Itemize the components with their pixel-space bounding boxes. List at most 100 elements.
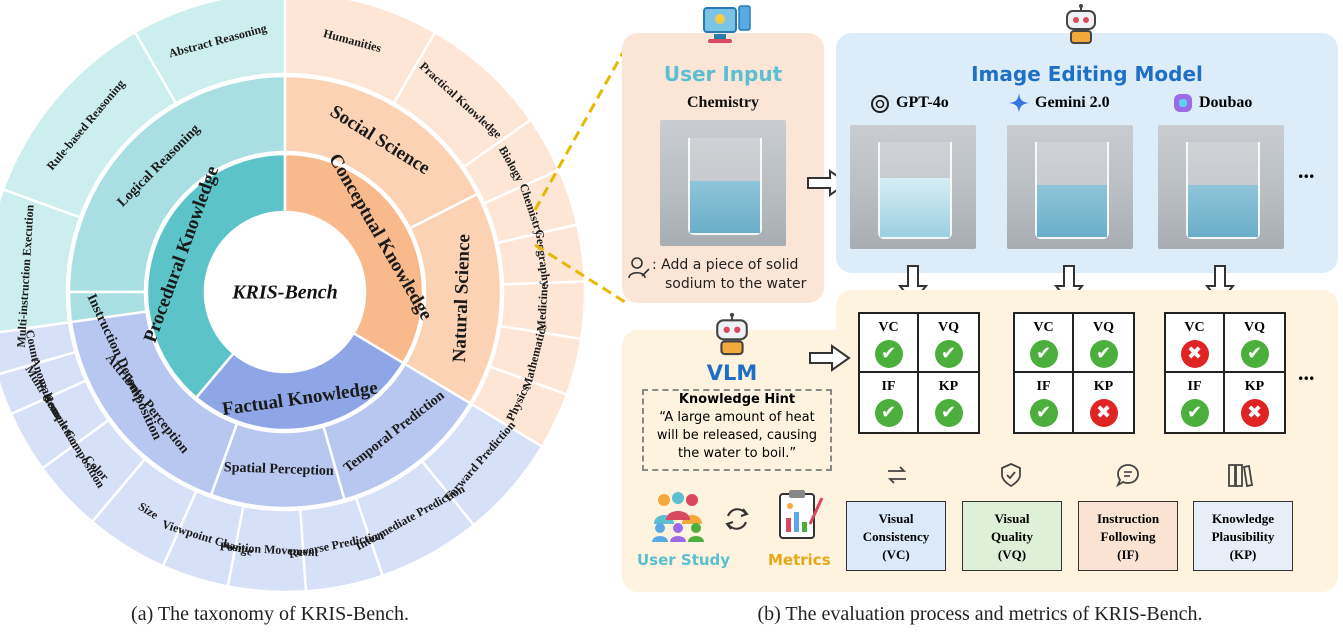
metric-abbrev: VC [1033,320,1054,335]
user-input-title: User Input [663,62,783,86]
metric-box-text: Visual [994,511,1030,526]
metric-abbrev: KP [938,379,959,394]
score-cell: KP ✖ [1225,373,1284,432]
metric-box-text: (VQ) [997,547,1027,562]
metric-abbrev: VQ [938,320,959,335]
instruction-chat-icon [1116,464,1139,488]
gpt-logo-icon [871,95,889,113]
robot-icon [1066,4,1096,44]
outer-segment [0,187,82,360]
metric-abbrev: VC [878,320,899,335]
evaluation-panel-extension [622,330,862,592]
metrics-icon [779,490,824,539]
score-cell: VC ✔ [1015,314,1074,373]
check-icon: ✔ [874,399,903,427]
output-image-gemini [1007,125,1133,249]
knowledge-hint-title: Knowledge Hint [678,392,796,407]
score-cell: IF ✔ [1015,373,1074,432]
check-icon: ✔ [1029,399,1058,427]
model-panel-title: Image Editing Model [971,62,1203,86]
metric-box-text: Following [1100,529,1156,544]
score-cell: KP ✔ [919,373,978,432]
model-name-gpt: GPT-4o [896,94,949,111]
knowledge-hint-box [642,389,832,471]
score-grid-3: VC ✖ VQ ✔ IF✔ KP ✖ [1164,312,1286,434]
category-label: Chemistry [687,94,759,111]
doubao-logo-icon [1174,94,1192,112]
inner-segment-conceptual [283,152,425,365]
vlm-label: VLM [706,361,758,385]
gemini-logo-icon [1009,93,1029,113]
check-icon: ✔ [934,399,963,427]
middle-segment [322,362,472,502]
inner-segment-procedural [145,152,287,400]
score-cell: VQ ✔ [919,314,978,373]
output-image-doubao [1158,125,1284,249]
cross-icon: ✖ [1240,399,1269,427]
cross-icon: ✖ [1180,340,1209,368]
more-results-ellipsis: ... [1298,360,1315,385]
taxonomy-label: Spatial Perception [224,460,334,479]
wheel-center [207,214,363,370]
center-title: KRIS-Bench [231,282,338,304]
metric-box-text: Plausibility [1211,529,1275,544]
output-image-gpt [850,125,976,249]
metric-abbrev: VC [1184,320,1205,335]
vlm-robot-icon [716,312,748,356]
metric-box-text: Quality [991,529,1033,544]
metric-abbrev: VQ [1093,320,1114,335]
quality-shield-icon [1001,463,1021,488]
model-name-doubao: Doubao [1199,94,1253,111]
user-study-label: User Study [637,551,731,569]
score-cell: IF✔ [1166,373,1225,432]
books-icon [1228,464,1254,488]
check-icon: ✔ [874,340,903,368]
knowledge-hint-line-1: “A large amount of heat [659,410,815,425]
more-models-ellipsis: ... [1298,158,1315,183]
metrics-label: Metrics [768,551,831,569]
score-cell: VQ ✔ [1074,314,1133,373]
input-image [660,120,786,246]
taxonomy-label: Position Movement [219,539,319,559]
instruction-line-2: sodium to the water [665,276,807,292]
callout-connector [533,40,632,304]
taxonomy-label: Natural Science [449,234,474,363]
model-name-gemini: Gemini 2.0 [1035,94,1110,111]
score-cell: IF ✔ [860,373,919,432]
outer-segment [0,320,77,376]
user-study-icon [652,492,704,542]
score-cell: VC ✖ [1166,314,1225,373]
metric-abbrev: KP [1244,379,1265,394]
score-cell: VQ ✔ [1225,314,1284,373]
score-cell: VC ✔ [860,314,919,373]
check-icon: ✔ [1240,340,1269,368]
arrow-right-icon [809,344,851,372]
computer-icon [703,5,751,43]
taxonomy-label: Medicine [534,283,551,332]
cross-icon: ✖ [1089,399,1118,427]
metric-box-text: (IF) [1117,547,1139,562]
metric-abbrev: KP [1093,379,1114,394]
check-icon: ✔ [934,340,963,368]
metric-box-text: Visual [878,511,914,526]
cycle-icon [725,508,749,530]
metric-abbrev: IF [881,379,896,394]
knowledge-hint-line-3: the water to boil.” [677,446,797,461]
knowledge-hint-line-2: will be released, causing [656,428,818,443]
metric-box-text: (KP) [1229,547,1257,562]
taxonomy-caption: (a) The taxonomy of KRIS-Bench. [131,603,409,625]
metric-abbrev: IF [1187,379,1202,394]
metric-abbrev: IF [1036,379,1051,394]
score-grid-1: VC ✔ VQ ✔ IF ✔ KP ✔ [858,312,980,434]
score-cell: KP ✖ [1074,373,1133,432]
score-grid-2: VC ✔ VQ ✔ IF ✔ KP ✖ [1013,312,1135,434]
check-icon: ✔ [1029,340,1058,368]
metric-abbrev: VQ [1244,320,1265,335]
metric-box-text: (VC) [882,547,910,562]
middle-segment [69,310,239,497]
middle-segment [67,74,287,294]
check-icon: ✔ [1089,340,1118,368]
